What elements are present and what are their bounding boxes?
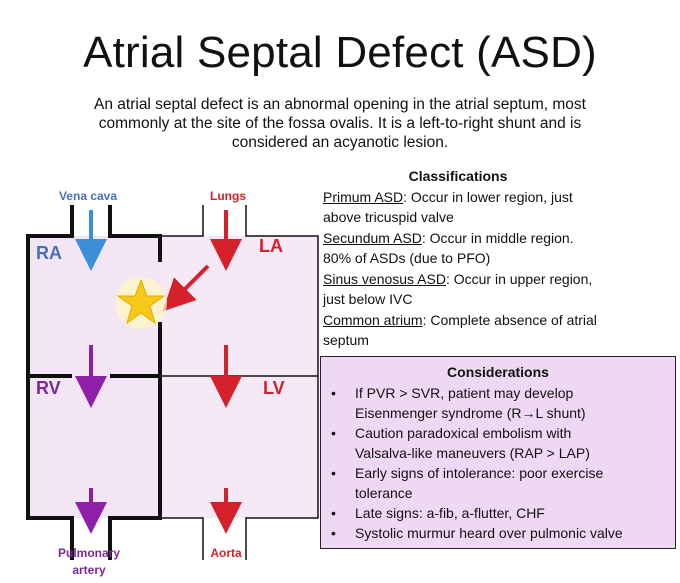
list-item: • Early signs of intolerance: poor exerci… <box>321 463 675 503</box>
left-heart-fill <box>160 236 318 518</box>
star-icon <box>115 277 167 329</box>
classification-desc: : Occur in middle region. <box>421 229 574 246</box>
classification-item: Primum ASD: Occur in lower region, just <box>323 187 673 208</box>
considerations-title: Considerations <box>447 364 549 380</box>
classifications-title: Classifications <box>408 168 508 184</box>
consideration-line: Late signs: a-fib, a-flutter, CHF <box>355 505 545 521</box>
classification-term: Common atrium <box>323 311 423 328</box>
consideration-line: Systolic murmur heard over pulmonic valv… <box>355 525 623 541</box>
pulmonary-label: Pulmonary <box>58 546 120 560</box>
consideration-line: Valsalva-like maneuvers (RAP > LAP) <box>355 445 590 461</box>
classification-desc: : Occur in lower region, just <box>403 188 573 205</box>
ventricular-septum <box>108 322 162 560</box>
intro-line: An atrial septal defect is an abnormal o… <box>94 96 586 113</box>
intro-line: considered an acyanotic lesion. <box>231 134 449 151</box>
la-label: LA <box>259 236 283 256</box>
artery-label: artery <box>72 563 106 577</box>
consideration-line: Eisenmenger syndrome (R→L shunt) <box>355 405 586 421</box>
classification-desc-line: just below IVC <box>323 291 413 307</box>
classification-desc: : Complete absence of atrial <box>422 311 597 328</box>
classification-item: Secundum ASD: Occur in middle region. <box>323 228 673 249</box>
right-vc-wall <box>108 205 162 262</box>
bullet-icon: • <box>331 505 336 521</box>
considerations-box: Considerations • If PVR > SVR, patient ma… <box>320 356 676 549</box>
consideration-line: tolerance <box>355 485 413 501</box>
page-title: Atrial Septal Defect (ASD) <box>83 28 597 77</box>
intro-line: commonly at the site of the fossa ovalis… <box>98 115 582 132</box>
classification-desc: : Occur in upper region, <box>445 270 593 287</box>
classification-desc-line: above tricuspid valve <box>323 209 454 225</box>
classification-term: Secundum ASD <box>323 229 422 246</box>
classifications-section: Classifications Primum ASD: Occur in low… <box>323 166 673 351</box>
consideration-line: Caution paradoxical embolism with <box>355 425 572 441</box>
intro-paragraph: An atrial septal defect is an abnormal o… <box>8 95 672 152</box>
vena-cava-label: Vena cava <box>59 189 117 203</box>
classification-desc-line: 80% of ASDs (due to PFO) <box>323 250 491 266</box>
consideration-line: If PVR > SVR, patient may develop <box>355 385 574 401</box>
bullet-icon: • <box>331 525 336 541</box>
lungs-label: Lungs <box>210 189 246 203</box>
classification-term: Primum ASD <box>323 188 404 205</box>
shunt-arrow <box>162 264 210 312</box>
bullet-icon: • <box>331 385 336 401</box>
list-item: • Systolic murmur heard over pulmonic val… <box>321 523 675 543</box>
ra-label: RA <box>36 243 62 263</box>
classification-term: Sinus venosus ASD <box>323 270 446 287</box>
classification-item: Common atrium: Complete absence of atria… <box>323 310 673 331</box>
bullet-icon: • <box>331 425 336 441</box>
consideration-line: Early signs of intolerance: poor exercis… <box>355 465 604 481</box>
bullet-icon: • <box>331 465 336 481</box>
left-heart-wall <box>160 205 319 560</box>
classification-desc-line: septum <box>323 332 369 348</box>
rv-label: RV <box>36 378 61 398</box>
aorta-label: Aorta <box>210 546 242 560</box>
lv-label: LV <box>263 378 285 398</box>
list-item: • Late signs: a-fib, a-flutter, CHF <box>321 503 675 523</box>
classification-item: Sinus venosus ASD: Occur in upper region… <box>323 269 673 290</box>
